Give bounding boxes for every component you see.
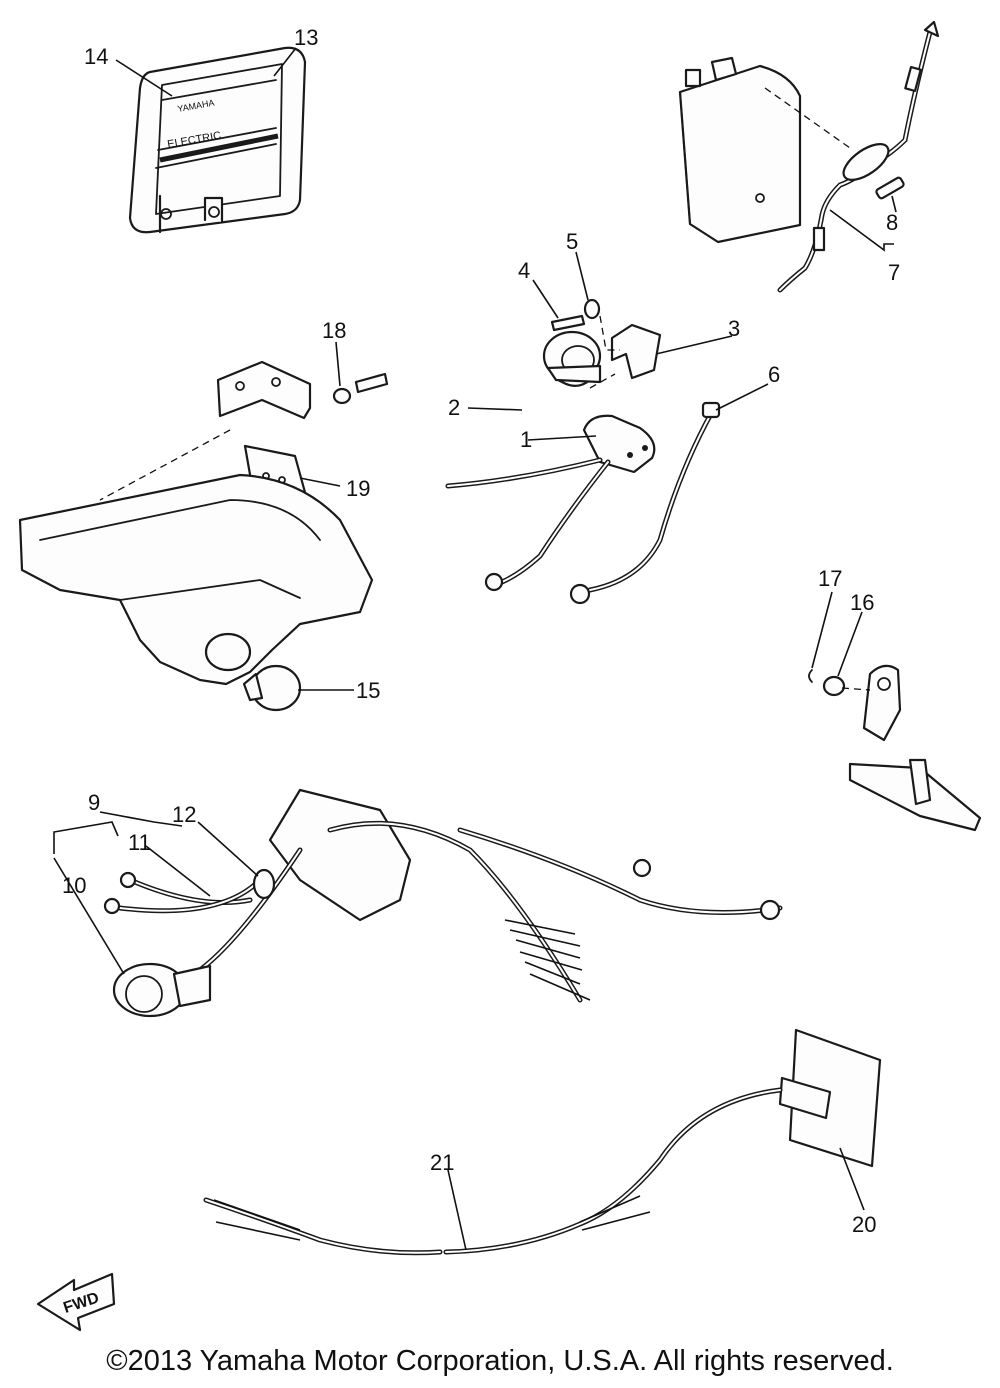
callout-15: 15 — [356, 678, 380, 703]
wire-harness — [103, 788, 783, 1018]
junction-box — [203, 1028, 882, 1256]
copyright-notice: ©2013 Yamaha Motor Corporation, U.S.A. A… — [106, 1345, 894, 1377]
callout-labels: 1 2 3 4 5 6 7 8 9 10 11 12 13 14 15 16 1… — [62, 25, 900, 1237]
electric-box-cover: YAMAHA ELECTRIC — [128, 46, 307, 234]
callout-9: 9 — [88, 790, 100, 815]
callout-10: 10 — [62, 873, 86, 898]
callout-5: 5 — [566, 229, 578, 254]
fuse — [875, 176, 905, 200]
callout-1: 1 — [520, 427, 532, 452]
leader-lines — [53, 47, 897, 1251]
callout-13: 13 — [294, 25, 318, 50]
callout-16: 16 — [850, 590, 874, 615]
callout-8: 8 — [886, 210, 898, 235]
callout-4: 4 — [518, 258, 530, 283]
callout-20: 20 — [852, 1212, 876, 1237]
callout-21: 21 — [430, 1150, 454, 1175]
callout-14: 14 — [84, 44, 108, 69]
callout-12: 12 — [172, 802, 196, 827]
lower-cowling — [18, 473, 374, 712]
bolt — [550, 314, 586, 332]
callout-3: 3 — [728, 316, 740, 341]
callout-19: 19 — [346, 476, 370, 501]
callout-11: 11 — [128, 830, 151, 855]
fuse-holder — [764, 20, 940, 293]
callout-2: 2 — [448, 395, 460, 420]
fwd-arrow-icon: FWD — [36, 1272, 116, 1332]
callout-7: 7 — [888, 260, 900, 285]
callout-18: 18 — [322, 318, 346, 343]
starter-relay — [445, 298, 721, 605]
battery-box — [678, 56, 802, 244]
lever-assembly — [808, 664, 982, 832]
callout-6: 6 — [768, 362, 780, 387]
callout-17: 17 — [818, 566, 842, 591]
